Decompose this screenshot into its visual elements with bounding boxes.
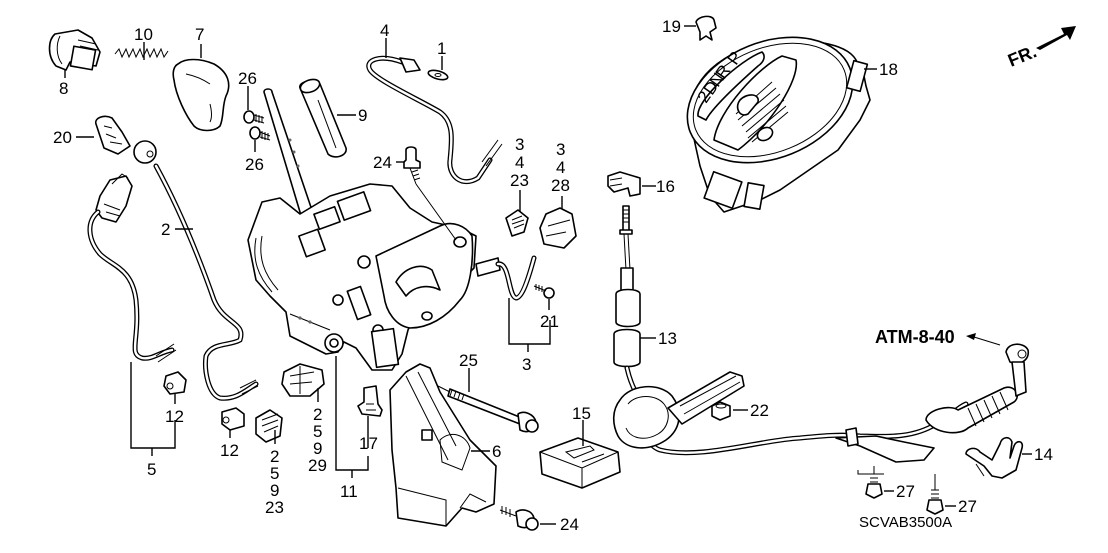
part-17-clip[interactable] <box>357 385 383 417</box>
part-11-shift-lever-assembly[interactable] <box>247 88 477 371</box>
part-27-bolt-b[interactable] <box>926 474 944 515</box>
part-26-screw-lower[interactable] <box>249 126 271 141</box>
part-2-harness-left[interactable] <box>133 140 259 401</box>
reference-arrow-icon <box>966 333 1001 346</box>
callout-3-a[interactable]: 3 <box>515 135 524 154</box>
part-28-connector[interactable] <box>539 207 577 249</box>
callout-7[interactable]: 7 <box>195 25 204 44</box>
stack-23-line-2[interactable]: 5 <box>270 464 279 483</box>
part-20-connector-cover[interactable] <box>94 115 131 155</box>
callout-25[interactable]: 25 <box>459 351 478 370</box>
part-12-socket-b[interactable] <box>221 407 245 431</box>
callout-4-b[interactable]: 4 <box>556 158 565 177</box>
callout-3-bracket[interactable]: 3 <box>522 355 531 374</box>
part-10-spring[interactable] <box>114 47 169 79</box>
part-6-base-bracket[interactable] <box>389 363 497 527</box>
bracket-3 <box>508 298 551 345</box>
callout-28-b[interactable]: 28 <box>551 176 570 195</box>
callout-23-a[interactable]: 23 <box>510 171 529 190</box>
callout-2[interactable]: 2 <box>161 220 170 239</box>
part-21-bolt[interactable] <box>533 284 555 299</box>
callout-4[interactable]: 4 <box>380 21 389 40</box>
part-16-cable-clip[interactable] <box>607 171 641 197</box>
callout-27-b[interactable]: 27 <box>958 497 977 516</box>
callout-27-a[interactable]: 27 <box>896 482 915 501</box>
part-19-clip[interactable] <box>695 15 717 41</box>
callout-3-b[interactable]: 3 <box>556 140 565 159</box>
stack-29-line-4[interactable]: 29 <box>308 456 327 475</box>
part-15-pad[interactable] <box>539 437 621 489</box>
part-27-bolt-a[interactable] <box>865 466 883 499</box>
part-24-bolt-lower[interactable] <box>499 506 539 531</box>
callout-12-b[interactable]: 12 <box>220 441 239 460</box>
part-connector-large[interactable] <box>281 363 325 397</box>
callout-24-a[interactable]: 24 <box>373 153 392 172</box>
callout-4-a[interactable]: 4 <box>515 153 524 172</box>
callout-19[interactable]: 19 <box>662 17 681 36</box>
callout-8[interactable]: 8 <box>59 79 68 98</box>
callout-24-b[interactable]: 24 <box>560 515 579 534</box>
part-9-lever-sleeve[interactable] <box>299 77 347 158</box>
bracket-27 <box>857 470 884 475</box>
callout-20[interactable]: 20 <box>53 128 72 147</box>
reference-label[interactable]: ATM-8-40 <box>875 327 955 347</box>
part-connector-small[interactable] <box>255 409 283 443</box>
callout-21[interactable]: 21 <box>540 312 559 331</box>
callout-15[interactable]: 15 <box>572 404 591 423</box>
part-3-switch-harness[interactable] <box>475 255 537 301</box>
callout-1[interactable]: 1 <box>437 39 446 58</box>
part-23-connector-cover[interactable] <box>505 209 529 237</box>
part-7-shift-knob[interactable] <box>172 58 230 132</box>
callout-16[interactable]: 16 <box>656 177 675 196</box>
callout-5[interactable]: 5 <box>147 460 156 479</box>
callout-13[interactable]: 13 <box>658 329 677 348</box>
part-8-knob-button[interactable] <box>48 29 101 71</box>
callout-22[interactable]: 22 <box>750 401 769 420</box>
part-14-cable-bracket[interactable] <box>965 436 1024 479</box>
callout-11[interactable]: 11 <box>340 482 358 501</box>
callout-6[interactable]: 6 <box>492 442 501 461</box>
stack-23-line-3[interactable]: 9 <box>270 481 279 500</box>
part-18-shift-indicator-panel[interactable] <box>669 14 872 213</box>
callout-9[interactable]: 9 <box>358 106 367 125</box>
stack-29-line-3[interactable]: 9 <box>313 439 322 458</box>
stack-23-line-1[interactable]: 2 <box>270 447 279 466</box>
part-22-nut[interactable] <box>711 401 731 421</box>
diagram-code: SCVAB3500A <box>859 514 952 531</box>
stack-29-line-1[interactable]: 2 <box>313 405 322 424</box>
callout-14[interactable]: 14 <box>1034 445 1053 464</box>
front-direction-arrow-icon <box>1036 26 1076 50</box>
part-25-bolt-long[interactable] <box>437 385 539 433</box>
part-5-harness[interactable] <box>87 173 177 363</box>
callout-12-a[interactable]: 12 <box>165 407 184 426</box>
part-26-screw-upper[interactable] <box>243 110 265 124</box>
stack-29-line-2[interactable]: 5 <box>313 422 322 441</box>
part-1-washer[interactable] <box>427 69 449 82</box>
callout-26-a[interactable]: 26 <box>238 69 257 88</box>
stack-23-line-4[interactable]: 23 <box>265 498 284 517</box>
part-4-harness[interactable] <box>366 55 503 185</box>
part-13-shift-cable[interactable] <box>612 205 1030 463</box>
callout-10[interactable]: 10 <box>134 25 153 44</box>
bracket-5 <box>130 362 176 449</box>
front-direction-label: FR. <box>1005 41 1039 70</box>
part-12-socket-a[interactable] <box>163 371 187 395</box>
callout-26-b[interactable]: 26 <box>245 155 264 174</box>
part-24-bolt-upper[interactable] <box>403 146 457 241</box>
callout-18[interactable]: 18 <box>879 60 898 79</box>
callout-17[interactable]: 17 <box>359 434 378 453</box>
